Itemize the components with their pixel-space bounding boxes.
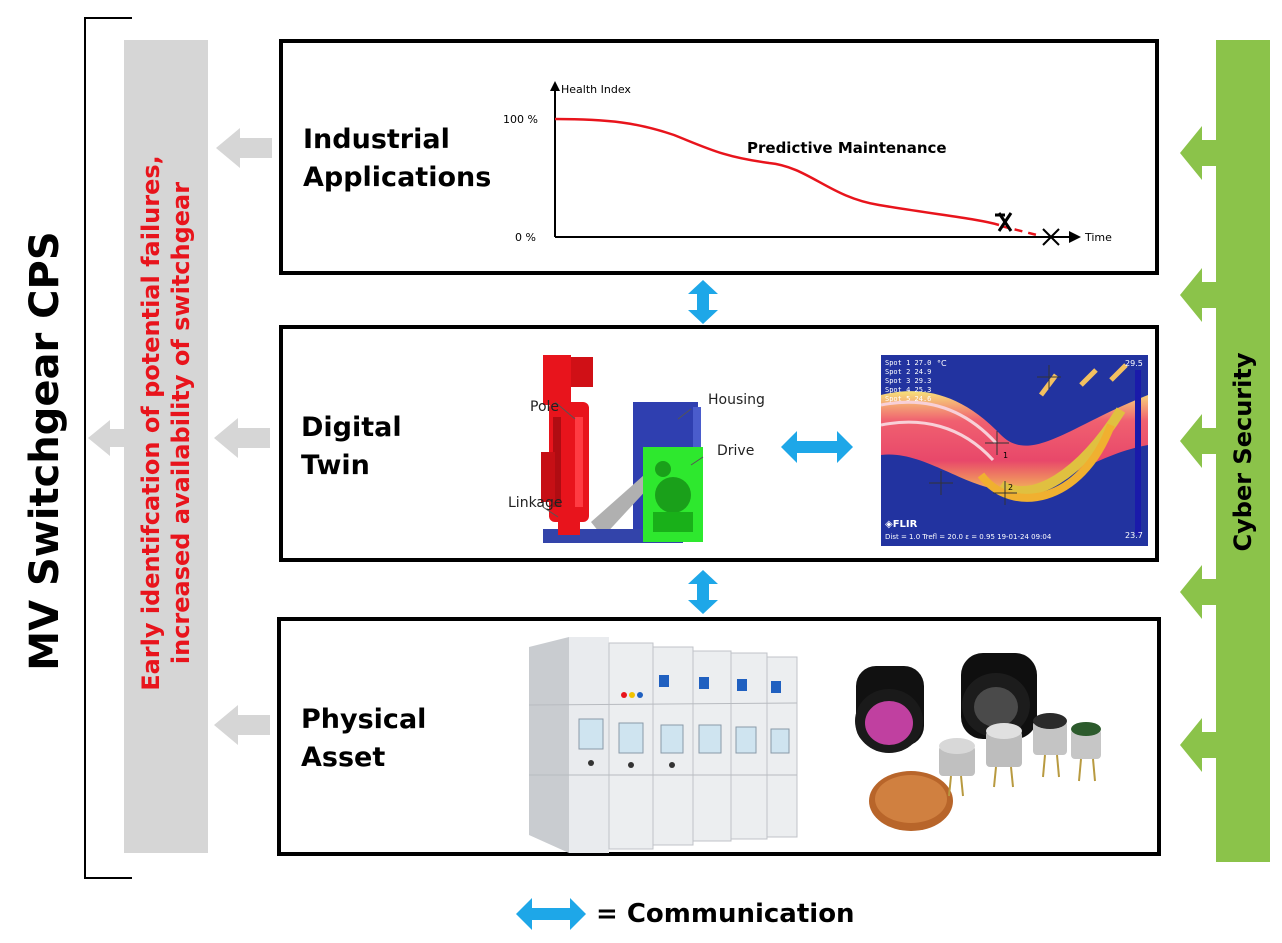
- thermal-image: Spot 1 27.0 Spot 2 24.9 Spot 3 29.3 Spot…: [881, 355, 1148, 546]
- green-arrow-2: [1180, 268, 1220, 322]
- sensors-photo: [855, 653, 1101, 831]
- layer-title-asset: Physical Asset: [301, 701, 426, 777]
- layer-title-twin: Digital Twin: [301, 409, 402, 485]
- y-axis-arrowhead: [550, 81, 560, 91]
- y-tick-0: 0 %: [515, 231, 536, 244]
- switchgear-cabinets: [529, 637, 798, 853]
- layer-physical-asset: Physical Asset: [277, 617, 1161, 856]
- green-arrow-5: [1180, 718, 1220, 772]
- title-line-2: Asset: [301, 742, 386, 773]
- system-bracket: [84, 17, 132, 879]
- y-axis-label: Health Index: [561, 83, 631, 96]
- health-curve: [554, 117, 1000, 227]
- legend-communication-icon: [516, 898, 586, 930]
- thermal-scale-max: 29.5: [1125, 359, 1143, 368]
- failure-cross-icon: [1042, 228, 1060, 246]
- system-label: MV Switchgear CPS: [22, 231, 68, 671]
- title-line-2: Applications: [303, 162, 492, 193]
- comm-arrow-twin-asset: [688, 570, 718, 614]
- thermal-unit: °C: [937, 359, 947, 368]
- cyber-security-bar: [1216, 40, 1270, 862]
- y-tick-100: 100 %: [503, 113, 538, 126]
- thermal-spot-table: Spot 1 27.0 Spot 2 24.9 Spot 3 29.3 Spot…: [885, 359, 931, 404]
- spot-marker-1: 1: [1003, 451, 1009, 460]
- spot-row: Spot 3 29.3: [885, 377, 932, 385]
- grey-arrow-system: [88, 420, 140, 456]
- title-line-1: Digital: [301, 412, 402, 443]
- title-line-2: Twin: [301, 450, 370, 481]
- grey-arrow-twin: [214, 418, 270, 458]
- layer-digital-twin: Digital Twin Pole Housing Drive Linkage: [279, 325, 1159, 562]
- x-axis-arrowhead: [1069, 231, 1081, 243]
- grey-arrow-asset: [214, 705, 270, 745]
- grey-arrow-applications: [216, 128, 272, 168]
- wrench-icon: [995, 212, 1013, 232]
- green-arrow-4: [1180, 565, 1220, 619]
- thermal-footer: Dist = 1.0 Trefl = 20.0 ε = 0.95 19-01-2…: [885, 533, 1052, 541]
- thermal-scale-min: 23.7: [1125, 531, 1143, 540]
- green-arrow-1: [1180, 126, 1220, 180]
- green-arrow-3: [1180, 414, 1220, 468]
- spot-row: Spot 2 24.9: [885, 368, 932, 376]
- label-linkage: Linkage: [508, 495, 563, 511]
- layer-title-applications: Industrial Applications: [303, 121, 491, 197]
- label-pole: Pole: [530, 399, 560, 415]
- benefit-line-2: increased availability of switchgear: [167, 181, 195, 665]
- label-housing: Housing: [708, 392, 765, 408]
- legend-communication-text: = Communication: [596, 899, 855, 929]
- title-line-1: Industrial: [303, 124, 450, 155]
- spot-row: Spot 1 27.0: [885, 359, 932, 367]
- circuit-breaker-model: [541, 355, 704, 543]
- spot-row: Spot 5 24.6: [885, 395, 932, 403]
- cyber-security-label: Cyber Security: [1229, 352, 1257, 552]
- layer-industrial-applications: Industrial Applications Health Index 100…: [279, 39, 1159, 275]
- benefit-line-1: Early identifcation of potential failure…: [137, 155, 165, 691]
- health-index-chart: Health Index 100 % 0 % Time Predictive M…: [503, 81, 1112, 246]
- label-drive: Drive: [717, 443, 755, 459]
- chart-title: Predictive Maintenance: [747, 139, 947, 157]
- spot-row: Spot 4 25.3: [885, 386, 932, 394]
- comm-arrow-apps-twin: [688, 280, 718, 324]
- flir-logo: ◈FLIR: [885, 519, 918, 530]
- comm-arrow-model-thermal: [781, 431, 853, 463]
- title-line-1: Physical: [301, 704, 427, 735]
- x-axis-label: Time: [1084, 231, 1112, 244]
- spot-marker-2: 2: [1008, 483, 1014, 492]
